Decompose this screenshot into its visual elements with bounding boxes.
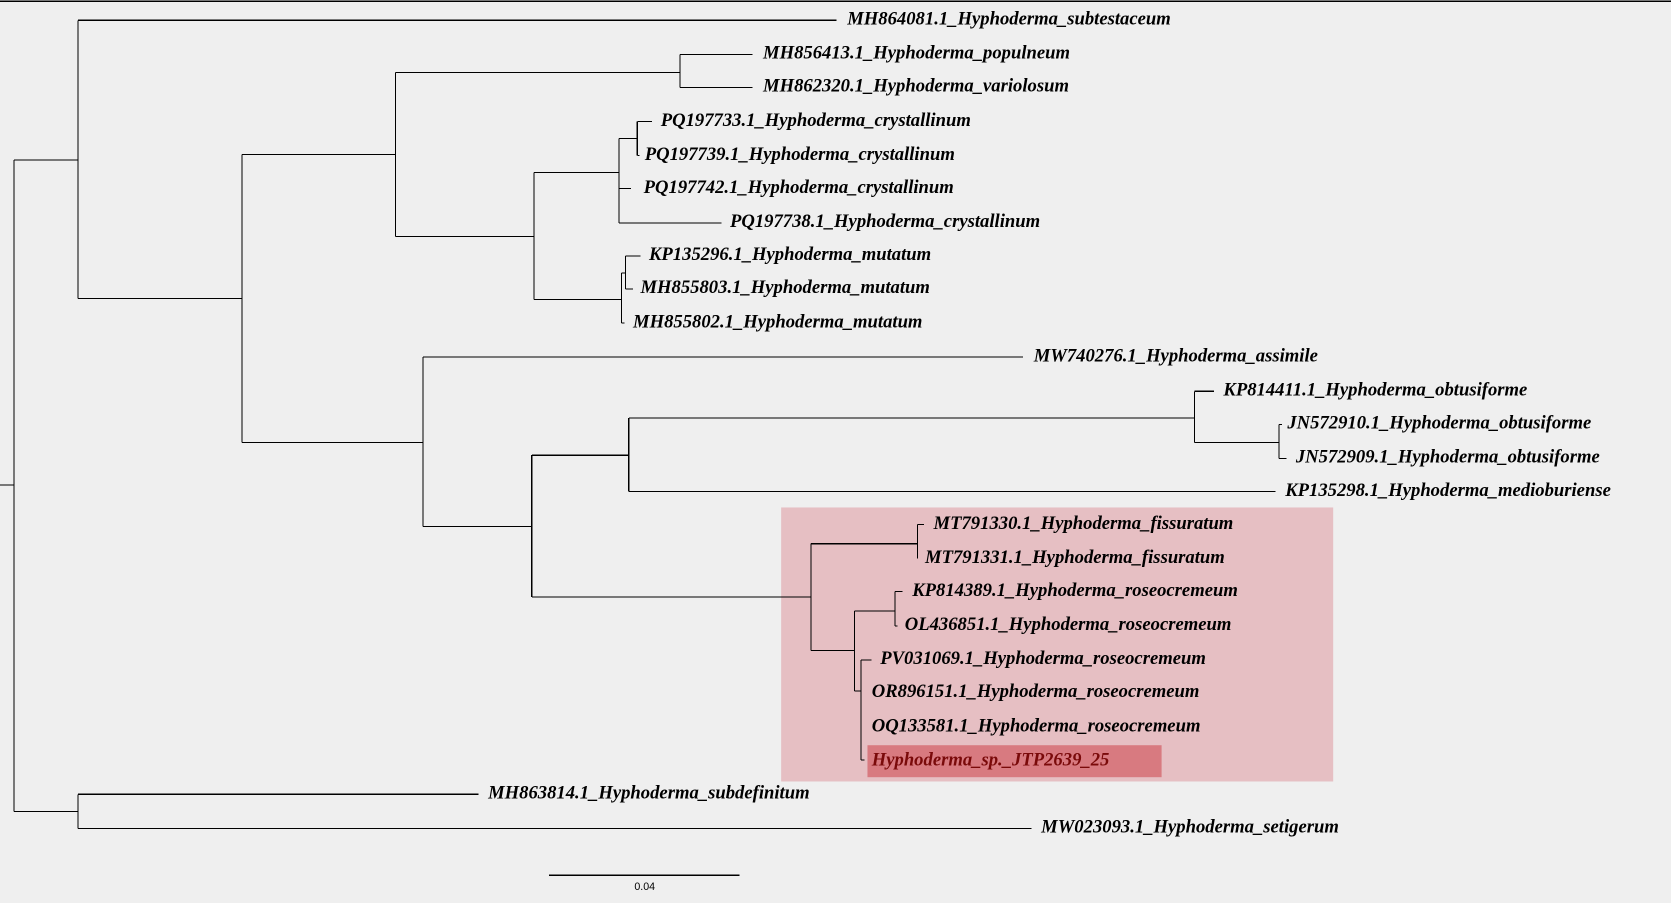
tip-label[interactable]: OQ133581.1_Hyphoderma_roseocremeum [872, 715, 1201, 736]
branch-node-j[interactable] [241, 356, 1024, 527]
branch-node-b[interactable] [77, 154, 243, 443]
tip-label[interactable]: MT791330.1_Hyphoderma_fissuratum [933, 513, 1234, 534]
clade-highlight[interactable] [781, 507, 1334, 782]
branch-node-l[interactable] [531, 417, 1276, 493]
tip-label[interactable]: PV031069.1_Hyphoderma_roseocremeum [879, 648, 1206, 669]
tip-label[interactable]: MH863814.1_Hyphoderma_subdefinitum [487, 783, 810, 804]
tip-label[interactable]: OR896151.1_Hyphoderma_roseocremeum [872, 681, 1200, 702]
tip-label[interactable]: PQ197742.1_Hyphoderma_crystallinum [643, 177, 954, 198]
branch-node-m[interactable] [628, 390, 1214, 443]
tip-label[interactable]: MT791331.1_Hyphoderma_fissuratum [924, 547, 1225, 568]
selected-tip-label[interactable]: Hyphoderma_sp._JTP2639_25 [871, 749, 1110, 770]
tip-label[interactable]: PQ197733.1_Hyphoderma_crystallinum [660, 110, 971, 131]
branch-node-a[interactable] [13, 19, 837, 299]
branch-node-d[interactable] [395, 53, 753, 88]
branch-node-k[interactable] [423, 455, 533, 598]
branch-node-f[interactable] [533, 138, 722, 224]
tip-label[interactable]: KP135298.1_Hyphoderma_medioburiense [1284, 480, 1611, 501]
branch-node-c[interactable] [241, 72, 396, 237]
branch-root[interactable] [0, 159, 15, 812]
tip-label[interactable]: PQ197738.1_Hyphoderma_crystallinum [729, 211, 1040, 232]
branch-node-t[interactable] [13, 793, 1032, 829]
branch-node-o[interactable] [531, 543, 812, 651]
branch-node-r[interactable] [854, 591, 903, 627]
tip-label[interactable]: PQ197739.1_Hyphoderma_crystallinum [644, 144, 955, 165]
branch-node-q[interactable] [810, 610, 856, 691]
tip-label[interactable]: KP135296.1_Hyphoderma_mutatum [648, 244, 931, 265]
tip-label[interactable]: MH855802.1_Hyphoderma_mutatum [632, 311, 922, 332]
scale-bar-label: 0.04 [634, 881, 655, 893]
branch-node-p[interactable] [810, 523, 924, 559]
tip-label[interactable]: JN572910.1_Hyphoderma_obtusiforme [1286, 413, 1591, 434]
scale-bar: 0.04 [548, 874, 740, 893]
tip-labels: MH864081.1_Hyphoderma_subtestaceum MH856… [487, 9, 1611, 838]
tip-label[interactable]: KP814411.1_Hyphoderma_obtusiforme [1222, 380, 1527, 401]
tip-label[interactable]: MH856413.1_Hyphoderma_populneum [762, 43, 1070, 64]
tip-label[interactable]: OL436851.1_Hyphoderma_roseocremeum [905, 614, 1232, 635]
branch-node-s[interactable] [854, 659, 872, 761]
branch-node-n[interactable] [1194, 423, 1287, 459]
tip-label[interactable]: MH862320.1_Hyphoderma_variolosum [762, 76, 1069, 97]
tip-label[interactable]: MH855803.1_Hyphoderma_mutatum [639, 277, 929, 298]
tip-label[interactable]: JN572909.1_Hyphoderma_obtusiforme [1295, 447, 1600, 468]
branch-node-i[interactable] [621, 255, 641, 290]
tip-label[interactable]: KP814389.1_Hyphoderma_roseocremeum [911, 580, 1238, 601]
branch-node-g[interactable] [619, 121, 653, 157]
tip-label[interactable]: MW023093.1_Hyphoderma_setigerum [1040, 817, 1339, 838]
selected-tip-highlight[interactable] [867, 745, 1162, 778]
tree-branches [0, 19, 1287, 829]
branch-node-e[interactable] [395, 172, 535, 300]
branch-node-h[interactable] [533, 272, 625, 324]
tip-label[interactable]: MH864081.1_Hyphoderma_subtestaceum [846, 9, 1171, 30]
tip-label[interactable]: MW740276.1_Hyphoderma_assimile [1033, 345, 1318, 366]
